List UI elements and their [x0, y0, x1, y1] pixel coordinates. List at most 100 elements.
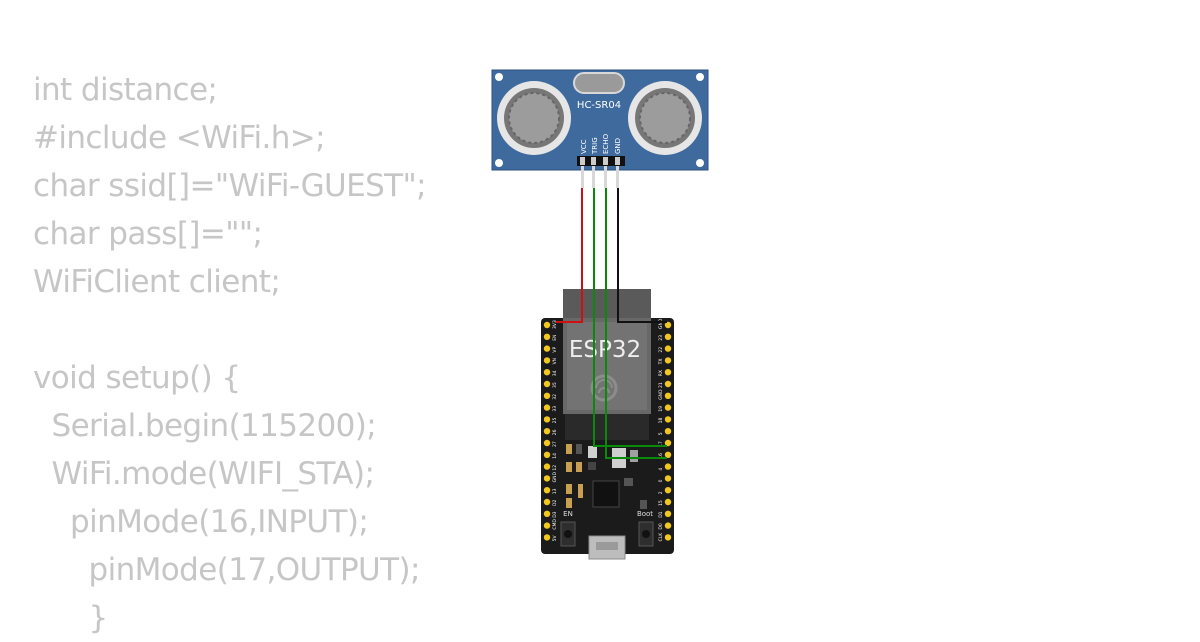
right-pin-label: D0	[658, 523, 664, 529]
pin-label-vcc: VCC	[580, 139, 588, 154]
left-header-pin[interactable]	[543, 380, 551, 388]
left-pin-label: 33	[552, 406, 558, 412]
left-header-pin[interactable]	[543, 439, 551, 447]
right-header-pin[interactable]	[664, 392, 672, 399]
right-header-pin[interactable]	[664, 345, 672, 352]
left-header-pin[interactable]	[543, 475, 551, 482]
right-header-pin[interactable]	[664, 404, 672, 411]
usb-uart-chip	[592, 480, 620, 508]
left-header-pin[interactable]	[543, 404, 551, 411]
usb-port-slot	[596, 542, 618, 550]
left-header-pin[interactable]	[543, 510, 551, 517]
right-pin-label: 19	[658, 406, 664, 412]
left-pin-label: 34	[552, 370, 558, 376]
right-pin-label: CLK	[658, 532, 664, 542]
wire-vcc[interactable]	[556, 188, 583, 323]
left-pin-label: 13	[552, 488, 558, 494]
right-header-pin[interactable]	[664, 510, 672, 517]
right-header-pin[interactable]	[664, 475, 672, 482]
pin-label-trig: TRIG	[591, 137, 599, 155]
left-pin-label: D3	[552, 511, 558, 517]
left-pin-label: CMD	[552, 519, 558, 530]
left-header-pin[interactable]	[543, 333, 551, 340]
boot-button-cap	[642, 530, 650, 538]
right-pin-label: 16	[658, 453, 664, 459]
right-header-pin[interactable]	[664, 487, 672, 494]
left-header-pin[interactable]	[543, 369, 551, 376]
left-header-pin[interactable]	[543, 357, 551, 364]
left-pin-label: 27	[552, 441, 558, 447]
right-pin-label: GND	[658, 389, 664, 400]
right-header-pin[interactable]	[664, 534, 672, 541]
left-pin-label: 5V	[552, 535, 558, 542]
right-pin-label: 4	[658, 468, 664, 471]
boot-button-label: Boot	[637, 510, 653, 518]
mount-hole	[696, 159, 704, 167]
code-line: WiFiClient client;	[33, 264, 281, 300]
left-header-pin[interactable]	[543, 522, 551, 529]
code-line: WiFi.mode(WIFI_STA);	[33, 456, 375, 492]
right-pin-label: 5	[658, 432, 664, 435]
code-line: pinMode(16,INPUT);	[33, 504, 369, 540]
code-line: pinMode(17,OUTPUT);	[33, 552, 421, 588]
left-header-pin[interactable]	[543, 534, 551, 541]
code-line: char ssid[]="WiFi-GUEST";	[33, 168, 427, 204]
right-header-pin[interactable]	[664, 380, 672, 388]
right-header-pin[interactable]	[664, 439, 672, 447]
left-header-pin[interactable]	[543, 428, 551, 435]
right-header-pin[interactable]	[664, 463, 672, 470]
right-pin-label: TX	[658, 359, 664, 366]
right-header-pin[interactable]	[664, 522, 672, 529]
transducer-right	[628, 81, 702, 155]
left-pin-label: 35	[552, 382, 558, 388]
right-pin-label: 22	[658, 347, 664, 353]
pin-label-echo: ECHO	[602, 133, 610, 154]
left-header-pin[interactable]	[543, 416, 551, 423]
left-pin-label: VN	[552, 358, 558, 364]
right-header-pin[interactable]	[664, 498, 672, 506]
mount-hole	[495, 159, 503, 167]
left-header-pin[interactable]	[543, 392, 551, 399]
right-header-pin[interactable]	[664, 428, 672, 435]
transducer-left	[497, 81, 571, 155]
left-header-pin[interactable]	[543, 321, 551, 329]
right-header-pin[interactable]	[664, 416, 672, 423]
left-pin-label: D2	[552, 500, 558, 506]
right-header-pin[interactable]	[664, 369, 672, 376]
pin-label-gnd: GND	[614, 138, 622, 154]
ultrasonic-sensor[interactable]: HC-SR04 VCC TRIG ECHO GND	[491, 69, 709, 188]
right-pin-label: D1	[658, 511, 664, 517]
left-pin-label: 32	[552, 394, 558, 400]
right-header-pin[interactable]	[664, 357, 672, 364]
right-pin-label: GND	[658, 318, 664, 329]
left-header-pin[interactable]	[543, 463, 551, 470]
code-line: void setup() {	[33, 360, 241, 396]
right-header-pin[interactable]	[664, 451, 672, 458]
code-line: int distance;	[33, 72, 218, 108]
code-line: Serial.begin(115200);	[33, 408, 377, 444]
right-pin-label: 21	[658, 382, 664, 388]
mount-hole	[495, 73, 503, 81]
code-line: #include <WiFi.h>;	[33, 120, 326, 156]
en-button-label: EN	[563, 510, 573, 518]
left-header-pin[interactable]	[543, 345, 551, 352]
en-button-cap	[564, 530, 572, 538]
right-header-pin[interactable]	[664, 333, 672, 340]
left-header-pin[interactable]	[543, 451, 551, 458]
left-header-pin[interactable]	[543, 487, 551, 494]
left-pin-label: 3V3	[552, 320, 558, 329]
left-pin-header: 3V3ENVPVN343532332526271412GND13D2D3CMD5…	[543, 320, 558, 542]
wires	[556, 188, 667, 459]
right-header-pin[interactable]	[664, 321, 672, 329]
esp32-board[interactable]: ESP32 EN Boot 3V	[541, 289, 674, 560]
left-pin-label: 26	[552, 429, 558, 435]
wire-echo[interactable]	[605, 188, 667, 459]
sensor-label: HC-SR04	[577, 100, 621, 111]
code-listing: int distance; #include <WiFi.h>; char ss…	[33, 66, 427, 642]
wire-trig[interactable]	[593, 188, 667, 447]
left-pin-label: 25	[552, 418, 558, 424]
sensor-pin-header	[577, 156, 625, 188]
wire-gnd[interactable]	[617, 188, 667, 323]
left-header-pin[interactable]	[543, 498, 551, 506]
